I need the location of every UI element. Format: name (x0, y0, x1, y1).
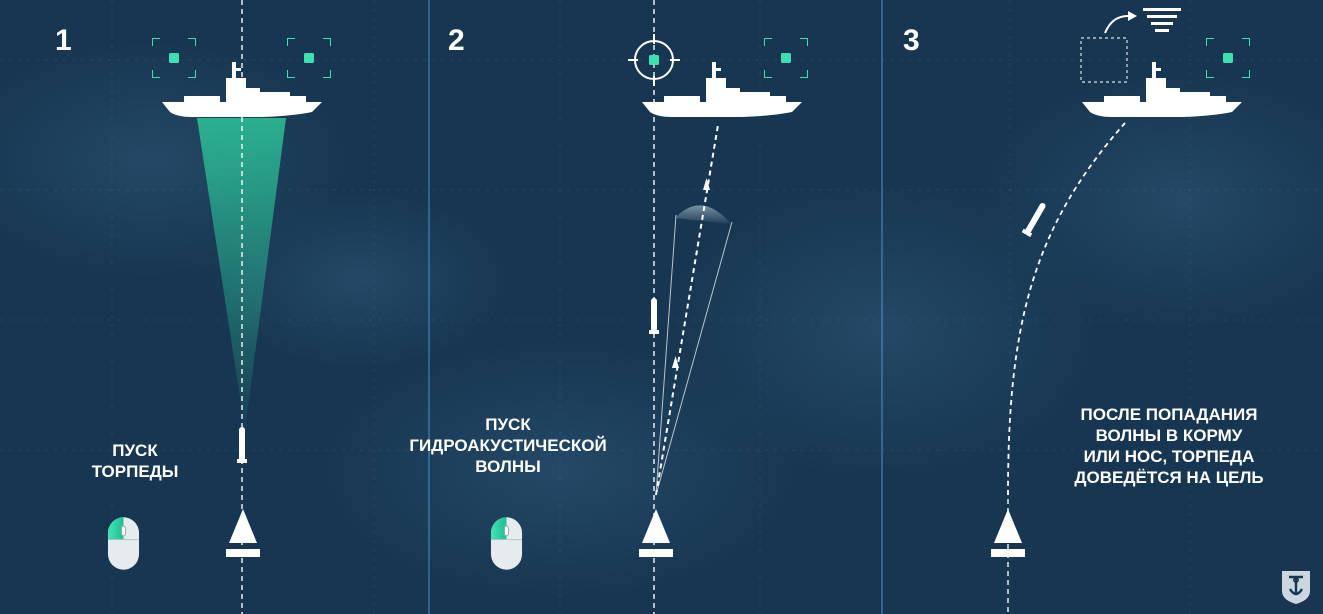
panel-dividers (428, 0, 883, 614)
curved-arrow-icon (1104, 15, 1129, 34)
sonar-wave-dome (675, 205, 731, 224)
wave-arrow-icon (672, 356, 679, 368)
wave-arrow-icon (703, 178, 710, 190)
water-texture (0, 40, 1323, 600)
step-number-1: 1 (55, 24, 72, 57)
mouse-left-click-icon (107, 516, 140, 571)
panel-1 (107, 0, 331, 614)
caption-line: ПУСК (485, 415, 531, 434)
torpedo-track (1007, 122, 1126, 496)
caption-line: ПОСЛЕ ПОПАДАНИЯ (1080, 405, 1258, 424)
target-marker (649, 55, 659, 65)
caption-line: ПУСК (112, 441, 158, 460)
crosshair-ticks (628, 34, 680, 86)
sonar-wave-edge-left (655, 214, 677, 496)
sonar-wave-edge-right (655, 221, 733, 496)
step-number-2: 2 (448, 24, 465, 57)
caption-torpedo-launch: ПУСК ТОРПЕДЫ (60, 440, 210, 482)
torpedo-icon (237, 427, 247, 463)
caption-line: ИЛИ НОС, ТОРПЕДА (1083, 447, 1255, 466)
depth-levels-icon (1143, 8, 1181, 32)
warship-icon (642, 62, 802, 117)
previous-position-box (1080, 37, 1128, 83)
world-of-warships-logo (1282, 571, 1310, 604)
mouse-left-click-icon (490, 516, 523, 571)
caption-sonar-launch: ПУСК ГИДРОАКУСТИЧЕСКОЙ ВОЛНЫ (408, 414, 608, 477)
panel-3 (991, 8, 1250, 614)
step-number-3: 3 (903, 24, 920, 57)
caption-line: ДОВЕДЁТСЯ НА ЦЕЛЬ (1074, 468, 1264, 487)
bracket-icon (764, 38, 808, 78)
submarine-icon (226, 509, 260, 557)
torpedo-icon (649, 298, 659, 334)
caption-line: ВОЛНЫ (475, 457, 541, 476)
submarine-icon (991, 509, 1025, 557)
caption-homing-result: ПОСЛЕ ПОПАДАНИЯ ВОЛНЫ В КОРМУ ИЛИ НОС, Т… (1074, 404, 1264, 488)
caption-line: ВОЛНЫ В КОРМУ (1095, 426, 1243, 445)
arrow-head (1128, 11, 1137, 21)
caption-line: ТОРПЕДЫ (91, 462, 179, 481)
panel-2 (490, 0, 808, 614)
caption-line: ГИДРОАКУСТИЧЕСКОЙ (409, 436, 607, 455)
bracket-icon (287, 38, 331, 78)
